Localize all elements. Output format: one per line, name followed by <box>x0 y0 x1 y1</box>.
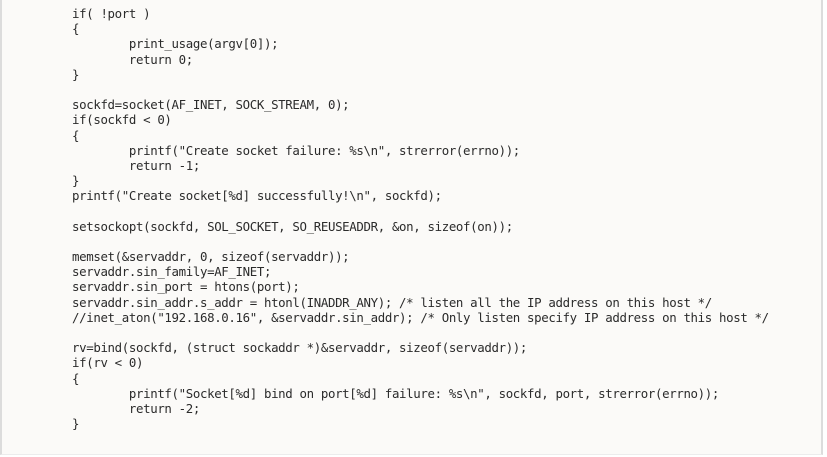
code-line: print_usage(argv[0]); <box>72 36 279 52</box>
code-line: printf("Create socket failure: %s\n", st… <box>72 142 520 158</box>
code-line: return -2; <box>72 400 200 416</box>
code-line: { <box>72 370 80 386</box>
code-line: return 0; <box>72 51 193 67</box>
code-line <box>72 234 769 249</box>
code-line: printf("Create socket[%d] successfully!\… <box>72 188 442 204</box>
code-line: printf("Socket[%d] bind on port[%d] fail… <box>72 385 719 401</box>
code-line: { <box>72 127 80 143</box>
code-line: if(rv < 0) <box>72 355 144 371</box>
code-line: } <box>72 173 80 189</box>
code-line <box>72 82 769 97</box>
code-line: servaddr.sin_family=AF_INET; <box>72 264 272 280</box>
code-line <box>72 325 769 340</box>
code-line: memset(&servaddr, 0, sizeof(servaddr)); <box>72 249 350 264</box>
code-line <box>72 203 769 218</box>
code-line: sockfd=socket(AF_INET, SOCK_STREAM, 0); <box>72 97 350 113</box>
code-content: if( !port ){ print_usage(argv[0]); retur… <box>72 6 769 431</box>
code-line: servaddr.sin_addr.s_addr = htonl(INADDR_… <box>72 294 712 310</box>
code-line: { <box>72 21 80 37</box>
code-line: return -1; <box>72 157 200 173</box>
code-line: } <box>72 66 80 82</box>
code-line: rv=bind(sockfd, (struct sockaddr *)&serv… <box>72 340 528 356</box>
code-line: //inet_aton("192.168.0.16", &servaddr.si… <box>72 309 769 325</box>
code-line: } <box>72 416 80 432</box>
code-line: servaddr.sin_port = htons(port); <box>72 279 300 295</box>
code-line: if( !port ) <box>72 6 151 21</box>
code-line: setsockopt(sockfd, SOL_SOCKET, SO_REUSEA… <box>72 218 513 234</box>
code-line: if(sockfd < 0) <box>72 112 172 128</box>
